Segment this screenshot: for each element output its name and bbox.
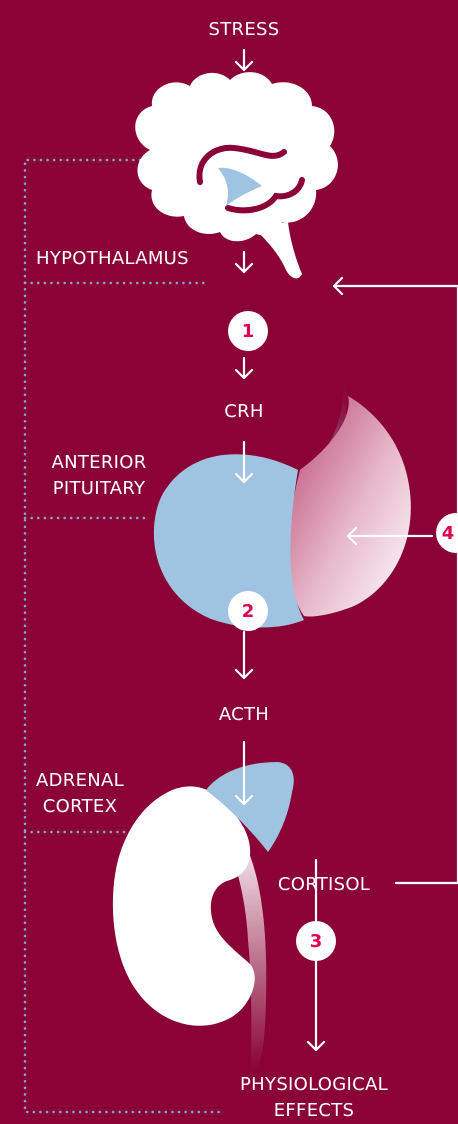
label-anterior-pituitary-2: PITUITARY — [53, 478, 146, 499]
arrow-step2-down — [236, 632, 252, 678]
label-hypothalamus: HYPOTHALAMUS — [36, 248, 189, 269]
label-stress: STRESS — [209, 19, 280, 40]
step-1-number: 1 — [242, 321, 255, 342]
label-anterior-pituitary-1: ANTERIOR — [51, 452, 146, 473]
step-4-badge: 4 — [436, 513, 458, 553]
label-adrenal-cortex-2: CORTEX — [43, 796, 117, 817]
label-acth: ACTH — [219, 704, 269, 725]
pituitary-illustration — [154, 372, 411, 628]
step-3-badge: 3 — [296, 921, 336, 961]
arrow-stress-down — [236, 50, 252, 70]
kidney-icon — [113, 786, 255, 1025]
step-2-badge: 2 — [228, 591, 268, 631]
label-physiological-effects-1: PHYSIOLOGICAL — [240, 1074, 388, 1095]
anterior-pituitary-icon — [154, 454, 304, 627]
arrow-step1-down — [236, 358, 252, 378]
label-physiological-effects-2: EFFECTS — [274, 1100, 355, 1121]
posterior-pituitary-icon — [288, 396, 410, 617]
step-2-number: 2 — [242, 601, 255, 622]
label-crh: CRH — [224, 401, 264, 422]
label-cortisol: CORTISOL — [278, 874, 370, 895]
step-3-number: 3 — [310, 931, 323, 952]
brain-icon — [135, 72, 338, 241]
step-4-number: 4 — [442, 523, 455, 544]
arrow-hypothalamus-down — [236, 252, 252, 272]
label-adrenal-cortex-1: ADRENAL — [36, 770, 124, 791]
brain-stem — [252, 222, 302, 278]
kidney-illustration — [113, 762, 294, 1070]
step-1-badge: 1 — [228, 311, 268, 351]
